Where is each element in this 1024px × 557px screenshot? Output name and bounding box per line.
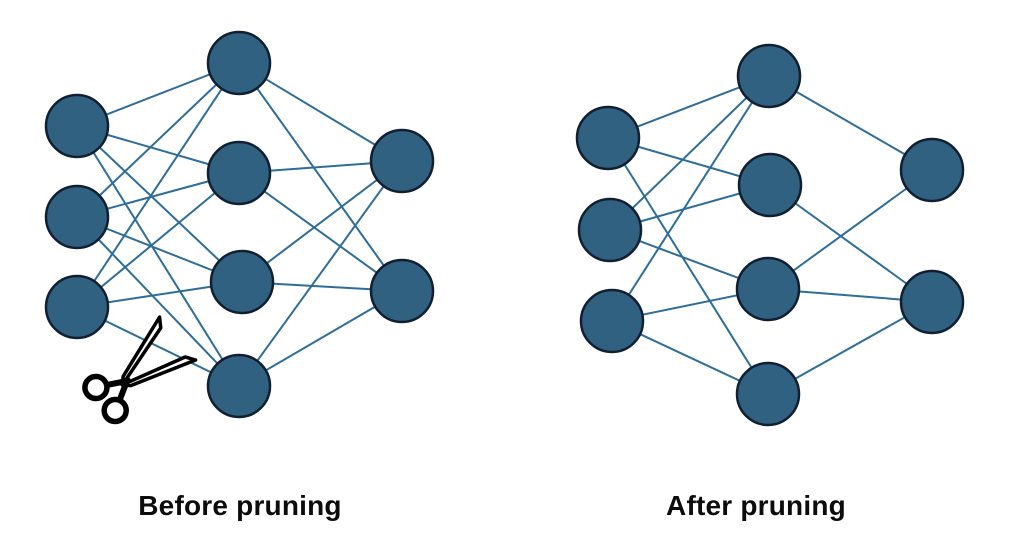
network-node: [579, 288, 645, 354]
network-node: [206, 30, 272, 96]
network-node: [44, 184, 110, 250]
network-node: [735, 256, 801, 322]
network-edge: [769, 184, 933, 303]
network-node: [899, 137, 965, 203]
network-node: [737, 152, 803, 218]
network-edge: [238, 160, 403, 387]
network-edge: [76, 172, 240, 308]
network-node: [44, 93, 110, 159]
network-node: [736, 43, 802, 109]
network-edge: [609, 75, 770, 231]
before-pruning-label: Before pruning: [138, 490, 342, 521]
scissors-icon: [82, 315, 198, 425]
before-network: [44, 30, 435, 419]
network-edge: [767, 169, 933, 290]
network-node: [577, 197, 643, 263]
network-edge: [76, 125, 240, 387]
network-edge: [611, 75, 770, 322]
network-node: [209, 249, 275, 315]
after-pruning-label: After pruning: [666, 490, 846, 521]
network-node: [735, 361, 801, 427]
network-edge: [76, 62, 240, 308]
network-node: [575, 105, 641, 171]
network-edge: [607, 137, 769, 395]
network-node: [369, 128, 435, 194]
network-edge: [76, 125, 243, 283]
network-edge: [238, 172, 403, 292]
network-edge: [76, 62, 240, 218]
network-edge: [241, 160, 403, 283]
network-edge: [76, 216, 240, 387]
network-node: [206, 140, 272, 206]
network-node: [206, 353, 272, 419]
network-edge: [238, 62, 403, 292]
network-node: [369, 258, 435, 324]
network-node: [44, 274, 110, 340]
after-network: [575, 43, 965, 427]
network-node: [899, 269, 965, 335]
